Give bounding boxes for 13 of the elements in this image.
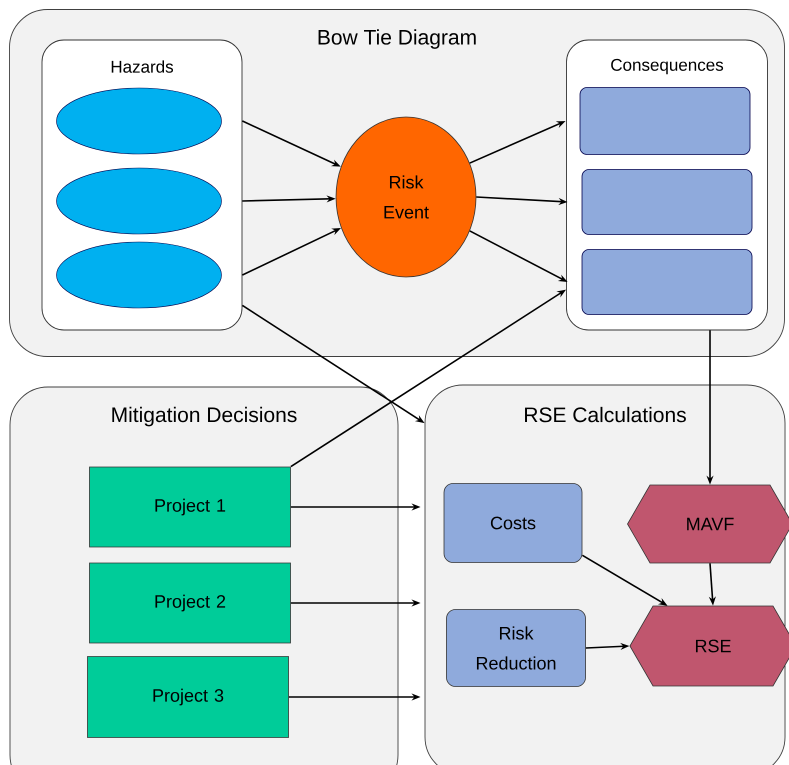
consequence-box (582, 169, 752, 235)
hazard-ellipse (56, 88, 222, 154)
project-box: Project 2 (89, 562, 291, 644)
process-box: Costs (444, 483, 582, 563)
hazard-ellipse (56, 242, 222, 308)
consequence-box (580, 87, 750, 155)
project-box: Project 3 (87, 656, 289, 738)
project-box: Project 1 (89, 466, 291, 548)
hexagon-node: RSE (629, 606, 789, 686)
hexagon-node: MAVF (627, 484, 789, 564)
consequence-box (582, 249, 752, 315)
process-box: Risk Reduction (446, 609, 586, 687)
hazard-ellipse (56, 168, 222, 234)
